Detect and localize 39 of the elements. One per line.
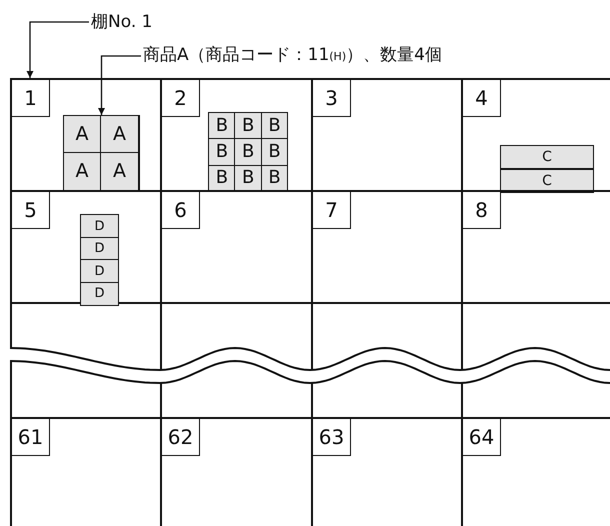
shelf-number-box: 5 (12, 192, 50, 229)
item-box: D (80, 214, 119, 238)
item-box: A (62, 114, 102, 154)
item-box: A (62, 152, 102, 191)
shelf-cell (160, 417, 313, 526)
item-box: D (80, 259, 119, 283)
item-box: D (80, 282, 119, 306)
shelf-cell (461, 78, 610, 192)
item-box: D (80, 236, 119, 260)
shelf-number-box: 62 (162, 419, 200, 456)
shelf-number-box: 64 (463, 419, 501, 456)
shelf-cell (160, 78, 313, 192)
shelf-number-box: 61 (12, 419, 50, 456)
item-box: B (260, 138, 288, 166)
shelf-cell (311, 78, 463, 192)
shelf-cell (10, 78, 162, 192)
shelf-cell (10, 190, 162, 305)
item-group-box (63, 115, 140, 192)
shelf-cell (311, 417, 463, 526)
label-text: 棚No. 1 (91, 12, 152, 32)
shelf-number-box: 8 (463, 192, 501, 229)
shelf-cell (461, 417, 610, 526)
shelf-cell (311, 190, 463, 305)
shelf-number-box: 3 (313, 80, 351, 117)
shelf-number-box: 1 (12, 80, 50, 117)
shelf-number-box: 63 (313, 419, 351, 456)
shelf-cell (160, 190, 313, 305)
item-box: A (100, 114, 139, 154)
item-box: A (100, 152, 139, 191)
leader-arrow (26, 21, 89, 78)
item-box: C (500, 145, 594, 169)
item-box: B (234, 138, 262, 166)
shelf-number-box: 4 (463, 80, 501, 117)
shelf-number-box: 6 (162, 192, 200, 229)
leader-arrow (98, 55, 141, 115)
shelf-number-box: 2 (162, 80, 200, 117)
shelf-cell (461, 190, 610, 305)
shelf-cell (10, 417, 162, 526)
shelf-number-box: 7 (313, 192, 351, 229)
